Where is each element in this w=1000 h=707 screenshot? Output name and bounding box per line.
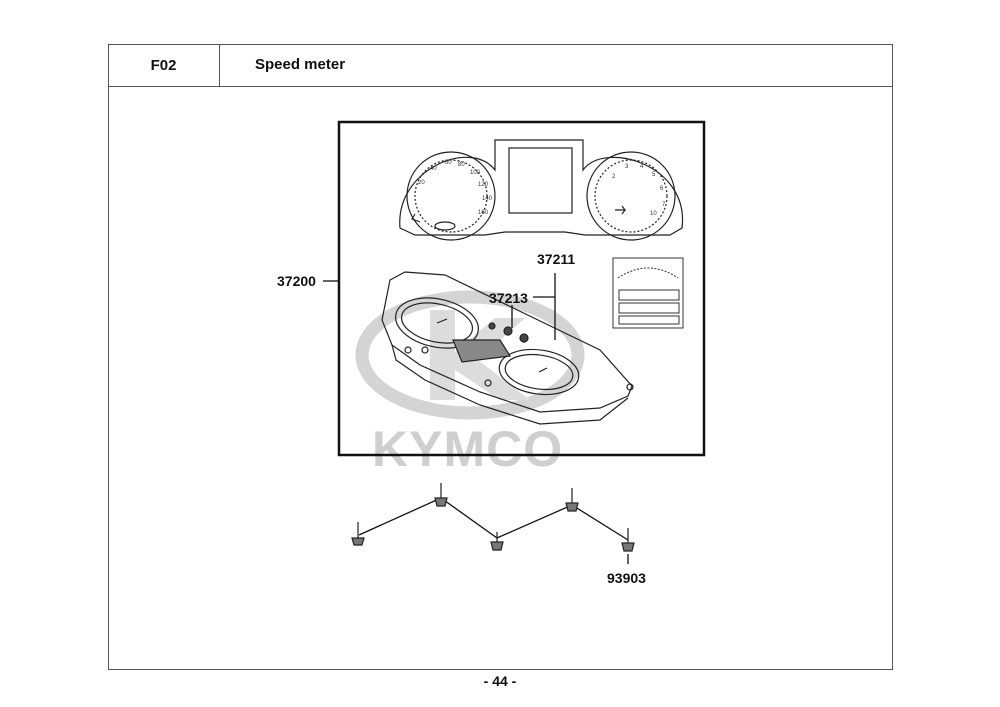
svg-text:5: 5	[652, 172, 656, 178]
screw-icon	[621, 528, 635, 552]
assembly-box	[337, 120, 706, 457]
section-code: F02	[108, 44, 220, 87]
screw-icon	[434, 483, 448, 507]
page-number: - 44 -	[483, 673, 517, 689]
svg-text:4: 4	[640, 164, 644, 170]
svg-text:140: 140	[482, 196, 493, 202]
svg-text:10: 10	[650, 211, 657, 217]
svg-text:40: 40	[430, 166, 437, 172]
callout-37211: 37211	[537, 251, 575, 267]
svg-text:120: 120	[478, 182, 489, 188]
callout-37213: 37213	[489, 290, 528, 306]
lcd-display-detail	[612, 257, 684, 329]
svg-text:20: 20	[418, 180, 425, 186]
callout-37200: 37200	[277, 273, 316, 289]
leader-lines	[323, 273, 629, 564]
header-divider	[220, 86, 893, 87]
dial-tick-labels: 40 60 80 100 120 140 160 20 2 3 4 5 6 7 …	[418, 160, 666, 217]
svg-text:2: 2	[612, 174, 616, 180]
svg-text:7: 7	[662, 202, 666, 208]
meter-housing	[381, 271, 634, 425]
svg-text:3: 3	[625, 164, 629, 170]
svg-text:6: 6	[660, 186, 664, 192]
screw-icon	[490, 532, 504, 551]
screw-icon	[351, 522, 365, 546]
watermark-text: KYMCO	[372, 421, 563, 477]
svg-text:80: 80	[458, 162, 465, 168]
svg-text:100: 100	[470, 170, 481, 176]
screw-set	[351, 483, 635, 552]
svg-text:60: 60	[445, 160, 452, 166]
callout-93903: 93903	[607, 570, 646, 586]
screw-icon	[565, 488, 579, 512]
section-title: Speed meter	[255, 56, 346, 73]
meter-dial-face	[399, 139, 683, 241]
page-frame	[108, 44, 893, 670]
svg-text:160: 160	[478, 210, 489, 216]
